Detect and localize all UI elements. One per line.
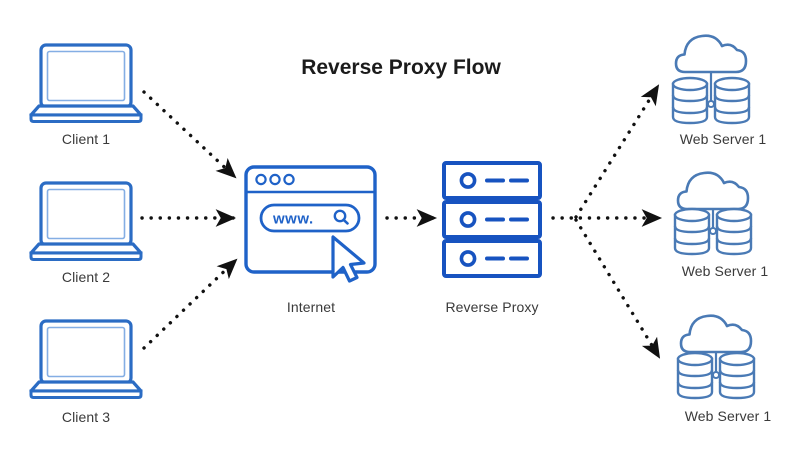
connector-client3-to-internet xyxy=(142,258,238,350)
label-client-1: Client 1 xyxy=(61,131,111,147)
database-cylinder-right xyxy=(718,351,756,400)
label-internet: Internet xyxy=(286,299,336,315)
cloud-database-icon-bottom xyxy=(676,314,756,400)
address-bar-text: www. xyxy=(272,211,314,228)
connector-proxy-to-server-bottom xyxy=(574,218,661,359)
server-rack-icon xyxy=(442,161,542,278)
browser-window-icon: www. xyxy=(244,165,377,283)
label-web-server-middle: Web Server 1 xyxy=(681,263,769,279)
browser-window-dots xyxy=(255,173,295,186)
cloud-database-icon-middle xyxy=(673,171,753,256)
database-cylinder-left xyxy=(671,76,709,125)
label-web-server-bottom: Web Server 1 xyxy=(684,408,772,424)
database-cylinder-left xyxy=(676,351,714,400)
database-cylinder-right xyxy=(713,76,751,125)
label-client-3: Client 3 xyxy=(61,409,111,425)
database-cylinder-left xyxy=(673,207,711,256)
database-cylinder-right xyxy=(715,207,753,256)
mouse-cursor-icon xyxy=(331,235,366,283)
label-web-server-top: Web Server 1 xyxy=(679,131,767,147)
laptop-icon-client-2 xyxy=(29,181,143,261)
cloud-database-icon-top xyxy=(671,34,751,125)
connector-client1-to-internet xyxy=(142,90,237,179)
laptop-icon-client-3 xyxy=(29,319,143,399)
page-title: Reverse Proxy Flow xyxy=(301,56,501,79)
connector-proxy-to-server-top xyxy=(574,84,660,219)
laptop-icon-client-1 xyxy=(29,43,143,123)
label-reverse-proxy: Reverse Proxy xyxy=(445,299,539,315)
search-icon xyxy=(333,209,349,225)
label-client-2: Client 2 xyxy=(61,269,111,285)
